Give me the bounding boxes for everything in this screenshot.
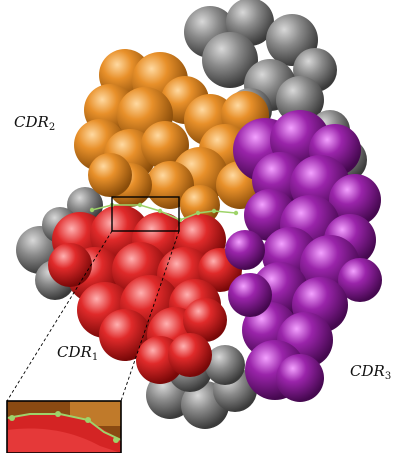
orange-sphere <box>180 185 220 225</box>
interface-point <box>89 207 95 213</box>
purple-sphere <box>225 230 265 270</box>
interface-point <box>211 208 217 214</box>
orange-sphere <box>88 153 132 197</box>
zoom-inset-frame <box>6 400 122 453</box>
orange-region-cdr2 <box>74 49 269 225</box>
purple-sphere <box>329 174 381 226</box>
interface-point <box>157 208 163 214</box>
cdr3-label: CDR3 <box>350 362 392 382</box>
zoom-selection-box <box>111 196 180 232</box>
zoom-connector-right <box>120 230 180 402</box>
red-region-cdr1 <box>48 205 242 384</box>
gray-sphere <box>205 345 245 385</box>
red-sphere <box>183 298 227 342</box>
purple-sphere <box>338 258 382 302</box>
interface-point <box>137 202 143 208</box>
gray-sphere <box>276 76 324 124</box>
purple-sphere <box>228 273 272 317</box>
cdr2-label: CDR2 <box>14 113 56 133</box>
purple-region-cdr3 <box>225 110 382 402</box>
purple-sphere <box>276 354 324 402</box>
red-sphere <box>99 309 151 361</box>
cdr1-label: CDR1 <box>57 343 99 363</box>
interface-point <box>195 210 201 216</box>
orange-sphere <box>141 121 189 169</box>
interface-point <box>233 210 239 216</box>
gray-sphere <box>202 32 258 88</box>
zoom-inset <box>7 401 121 453</box>
red-sphere <box>168 333 212 377</box>
interface-line <box>91 204 237 221</box>
zoom-connector-left <box>6 230 113 402</box>
red-sphere <box>48 243 92 287</box>
